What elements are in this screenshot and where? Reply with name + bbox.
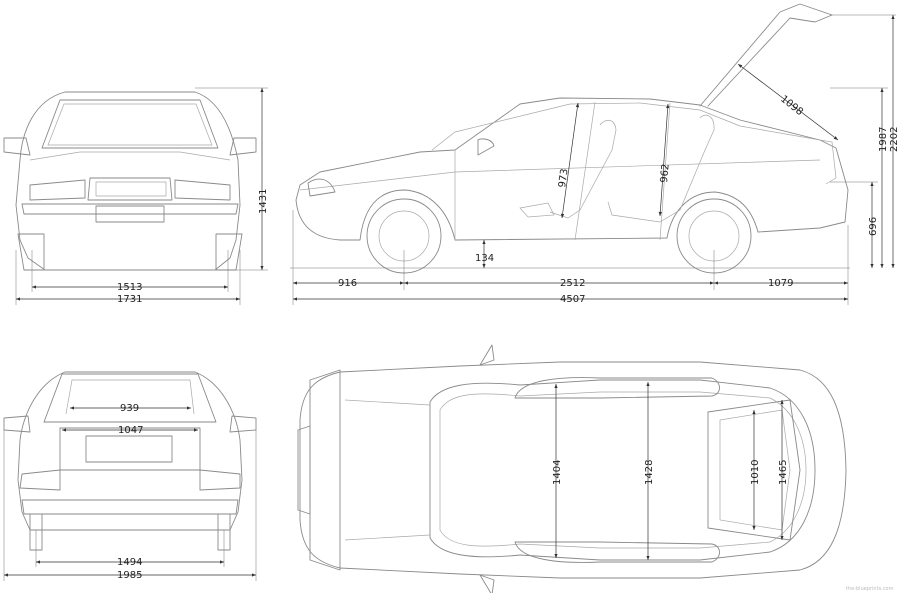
dim-loading-sill-label: 696: [868, 217, 879, 236]
dim-front-track-label: 1513: [117, 282, 142, 293]
dim-width-label: 1731: [117, 294, 142, 305]
rear-view-dimensions: 939 1047 1494 1985: [3, 403, 257, 581]
dim-tailgate-opening-label: 1098: [778, 94, 805, 118]
dim-wheelbase-label: 2512: [560, 278, 585, 289]
dim-interior-rear-width-label: 1428: [644, 460, 655, 485]
dim-rear-track-label: 1494: [117, 557, 142, 568]
dim-height-label: 1431: [258, 189, 269, 214]
dim-length-label: 4507: [560, 294, 585, 305]
rear-view: [3, 371, 257, 551]
dim-front-headroom-label: 973: [557, 168, 571, 188]
dim-front-overhang-label: 916: [338, 278, 357, 289]
side-view: [290, 3, 850, 274]
dim-interior-front-width-label: 1404: [552, 460, 563, 485]
dim-tailgate-height-label: 1987: [878, 127, 889, 152]
dim-width-mirrors-label: 1985: [117, 570, 142, 581]
dim-ground-clearance-label: 134: [475, 253, 494, 264]
dim-trunk-max-width-label: 1465: [778, 460, 789, 485]
dim-trunk-min-width-label: 1010: [750, 460, 761, 485]
top-view-dimensions: 1404 1428 1010 1465: [552, 382, 789, 560]
side-view-dimensions: 916 2512 1079 4507 134 973 962 1098 1987…: [292, 14, 900, 305]
dim-trunk-width-label: 1047: [118, 425, 143, 436]
dim-height-open-label: 2202: [889, 127, 900, 152]
dim-rear-overhang-label: 1079: [768, 278, 793, 289]
front-view: [3, 91, 257, 271]
dim-rear-headroom-label: 962: [659, 163, 672, 183]
watermark: the-blueprints.com: [846, 586, 894, 592]
dim-rear-window-width-label: 939: [120, 403, 139, 414]
top-view: [297, 344, 847, 593]
front-view-dimensions: 1431 1513 1731: [15, 87, 269, 305]
